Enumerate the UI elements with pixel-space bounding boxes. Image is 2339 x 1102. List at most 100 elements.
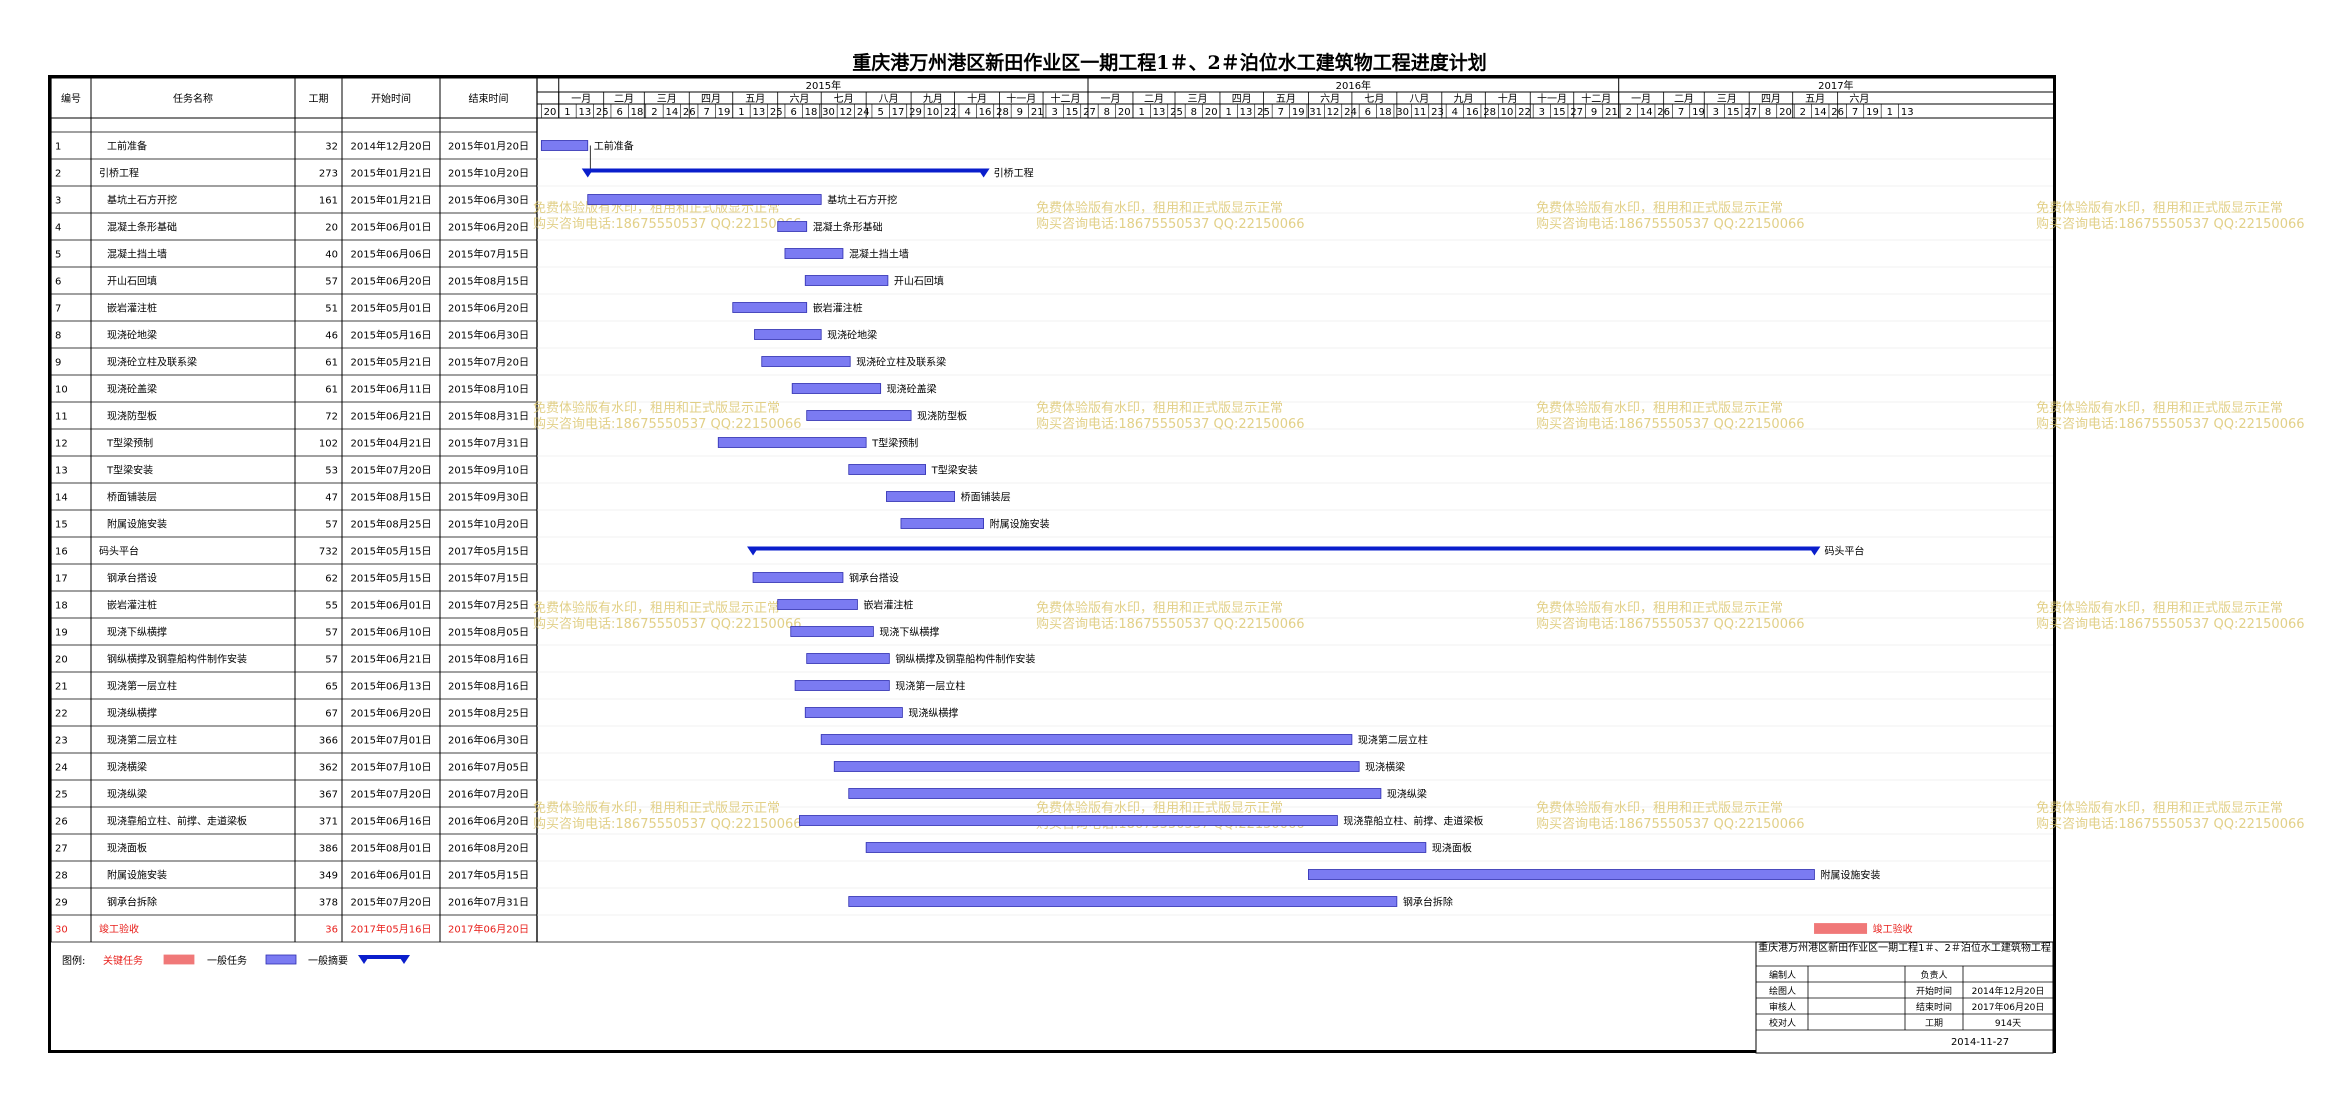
task-duration: 366 (319, 736, 338, 747)
info-title: 重庆港万州港区新田作业区一期工程1＃、2＃泊位水工建筑物工程 (1758, 941, 2051, 954)
task-bar (791, 383, 882, 394)
task-end: 2015年06月20日 (448, 221, 529, 234)
task-duration: 51 (325, 304, 338, 315)
task-id: 8 (55, 331, 61, 342)
day-tick-label: 3 (1539, 107, 1545, 118)
task-name: 现浇第二层立柱 (107, 734, 177, 747)
task-start: 2015年01月21日 (351, 167, 432, 180)
task-duration: 371 (319, 817, 338, 828)
task-name: T型梁安装 (106, 464, 153, 477)
task-start: 2015年06月16日 (351, 815, 432, 828)
task-name: 引桥工程 (99, 168, 139, 180)
task-duration: 32 (325, 142, 338, 153)
day-tick-label: 30 (822, 107, 835, 118)
task-name: 钢纵横撑及钢靠船构件制作安装 (107, 653, 247, 666)
task-bar (900, 518, 985, 529)
task-start: 2015年05月15日 (351, 572, 432, 585)
day-tick-label: 8 (1191, 107, 1197, 118)
task-name: 附属设施安装 (107, 518, 167, 531)
task-start: 2015年08月15日 (351, 491, 432, 504)
info-block (1755, 941, 2054, 1054)
task-start: 2015年05月01日 (351, 302, 432, 315)
watermark-line: 免费体验版有水印，租用和正式版显示正常 (1536, 400, 1783, 416)
day-tick-label: 20 (1779, 107, 1792, 118)
task-id: 18 (55, 601, 68, 612)
watermark-line: 免费体验版有水印，租用和正式版显示正常 (533, 800, 780, 816)
task-bar (820, 734, 1353, 745)
task-end: 2015年10月20日 (448, 167, 529, 180)
task-bar (799, 815, 1338, 826)
watermark-line: 购买咨询电话:18675550537 QQ:22150066 (533, 216, 802, 232)
task-id: 30 (55, 925, 68, 936)
watermark-line: 免费体验版有水印，租用和正式版显示正常 (1036, 400, 1283, 416)
task-id: 12 (55, 439, 68, 450)
task-duration: 349 (319, 871, 338, 882)
task-bar (804, 275, 889, 286)
watermark-line: 购买咨询电话:18675550537 QQ:22150066 (1036, 616, 1305, 632)
bar-label: 现浇纵横撑 (908, 707, 958, 720)
day-tick-label: 13 (1153, 107, 1166, 118)
bar-label: 现浇下纵横撑 (879, 626, 939, 639)
day-tick-label: 12 (839, 107, 852, 118)
day-tick-label: 7 (703, 107, 709, 118)
legend-summary-marker (398, 955, 410, 964)
task-duration: 57 (325, 277, 338, 288)
day-tick-label: 2 (1626, 107, 1632, 118)
task-name: 基坑土石方开挖 (107, 194, 177, 207)
day-tick-label: 1 (1887, 107, 1893, 118)
watermark-line: 购买咨询电话:18675550537 QQ:22150066 (2036, 216, 2305, 232)
task-id: 26 (55, 817, 68, 828)
day-tick-label: 15 (1727, 107, 1740, 118)
day-tick-label: 24 (1344, 107, 1357, 118)
task-duration: 161 (319, 196, 338, 207)
day-tick-label: 31 (1309, 107, 1322, 118)
bar-label: 现浇第一层立柱 (895, 680, 965, 693)
task-end: 2015年08月10日 (448, 383, 529, 396)
task-bar (833, 761, 1360, 772)
bar-label: 现浇防型板 (917, 410, 967, 423)
watermark-line: 免费体验版有水印，租用和正式版显示正常 (1536, 800, 1783, 816)
task-id: 11 (55, 412, 68, 423)
bar-label: 码头平台 (1824, 545, 1864, 558)
month-label: 四月 (1232, 93, 1252, 105)
day-tick-label: 13 (1901, 107, 1914, 118)
day-tick-label: 22 (944, 107, 957, 118)
day-tick-label: 24 (857, 107, 870, 118)
day-tick-label: 18 (805, 107, 818, 118)
month-label: 八月 (879, 93, 899, 105)
day-tick-label: 19 (718, 107, 731, 118)
year-label: 2016年 (1336, 79, 1371, 92)
task-end: 2016年06月20日 (448, 815, 529, 828)
month-label: 五月 (1276, 93, 1296, 105)
day-tick-label: 6 (790, 107, 796, 118)
task-end: 2017年05月15日 (448, 869, 529, 882)
task-end: 2015年07月20日 (448, 356, 529, 369)
day-tick-label: 10 (926, 107, 939, 118)
legend-critical-swatch (163, 954, 195, 965)
bar-label: 附属设施安装 (990, 518, 1050, 531)
task-bar (777, 599, 858, 610)
watermark-line: 购买咨询电话:18675550537 QQ:22150066 (1036, 416, 1305, 432)
task-name: 桥面铺装层 (107, 491, 157, 504)
bar-label: 现浇纵梁 (1387, 788, 1427, 801)
task-id: 20 (55, 655, 68, 666)
task-duration: 20 (325, 223, 338, 234)
summary-end-marker (1808, 546, 1821, 556)
task-end: 2015年07月31日 (448, 437, 529, 450)
task-start: 2015年06月01日 (351, 599, 432, 612)
task-id: 6 (55, 277, 61, 288)
month-label: 九月 (1454, 93, 1474, 105)
task-bar (794, 680, 890, 691)
day-tick-label: 28 (1483, 107, 1496, 118)
task-end: 2016年06月30日 (448, 734, 529, 747)
bar-label: 桥面铺装层 (961, 491, 1011, 504)
summary-start-marker (581, 168, 594, 178)
bar-label: 竣工验收 (1873, 923, 1913, 936)
task-bar (806, 653, 890, 664)
column-header-end: 结束时间 (469, 92, 509, 105)
bar-label: 现浇砼立柱及联系梁 (856, 356, 946, 369)
day-tick-label: 28 (996, 107, 1009, 118)
summary-end-marker (977, 168, 990, 178)
task-duration: 61 (325, 358, 338, 369)
month-label: 三月 (1187, 93, 1207, 105)
